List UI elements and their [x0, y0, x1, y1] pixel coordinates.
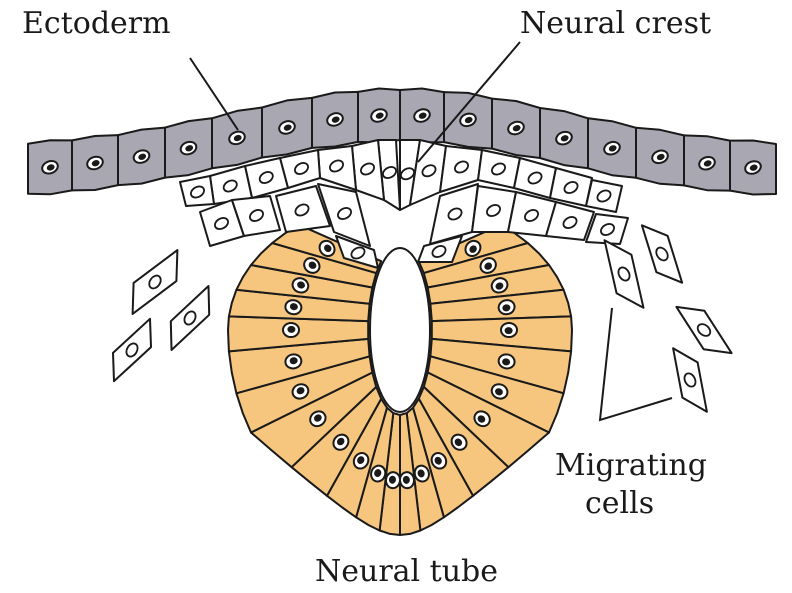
neural-tube-lumen	[370, 248, 430, 412]
label-migrating-cells-line1: Migrating	[555, 450, 707, 482]
leader-line-migrating-cells	[600, 308, 672, 420]
label-migrating-cells-line2: cells	[585, 488, 654, 520]
label-ectoderm: Ectoderm	[22, 8, 171, 40]
label-neural-crest: Neural crest	[520, 8, 711, 40]
neural-tube-nucleus-dot	[505, 327, 513, 334]
label-neural-tube: Neural tube	[315, 556, 498, 588]
neural-tube-nucleus-dot	[287, 326, 295, 333]
